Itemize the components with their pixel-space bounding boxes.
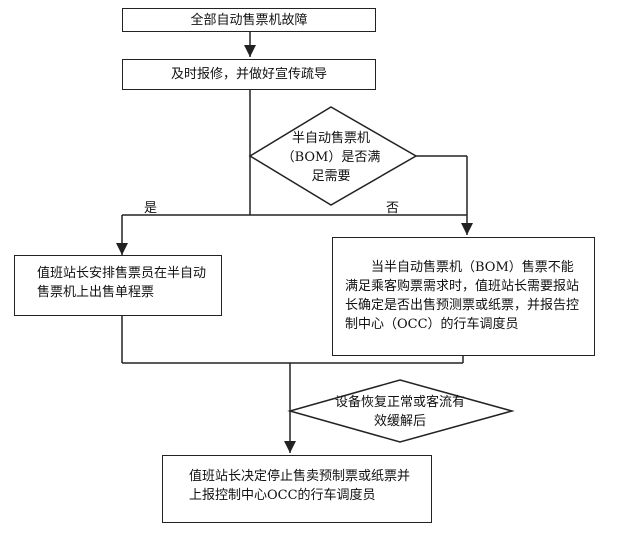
decision-bom-text: 半自动售票机（BOM）是否满足需要 (281, 130, 381, 184)
decision-diamond-bom (248, 106, 418, 206)
node-report: 及时报修，并做好宣传疏导 (122, 59, 376, 90)
label-no: 否 (386, 201, 400, 216)
decision-diamond-recover (287, 379, 515, 443)
node-end: 值班站长决定停止售卖预制票或纸票并上报控制中心OCC的行车调度员 (162, 455, 432, 523)
node-no-action: 当半自动售票机（BOM）售票不能满足乘客购票需求时，值班站长需要报站长确定是否出… (332, 237, 595, 356)
node-start: 全部自动售票机故障 (122, 8, 376, 32)
node-yes-action: 值班站长安排售票员在半自动售票机上出售单程票 (14, 255, 222, 316)
label-yes: 是 (144, 201, 158, 216)
decision-recover-text: 设备恢复正常或客流有效缓解后 (335, 395, 466, 429)
